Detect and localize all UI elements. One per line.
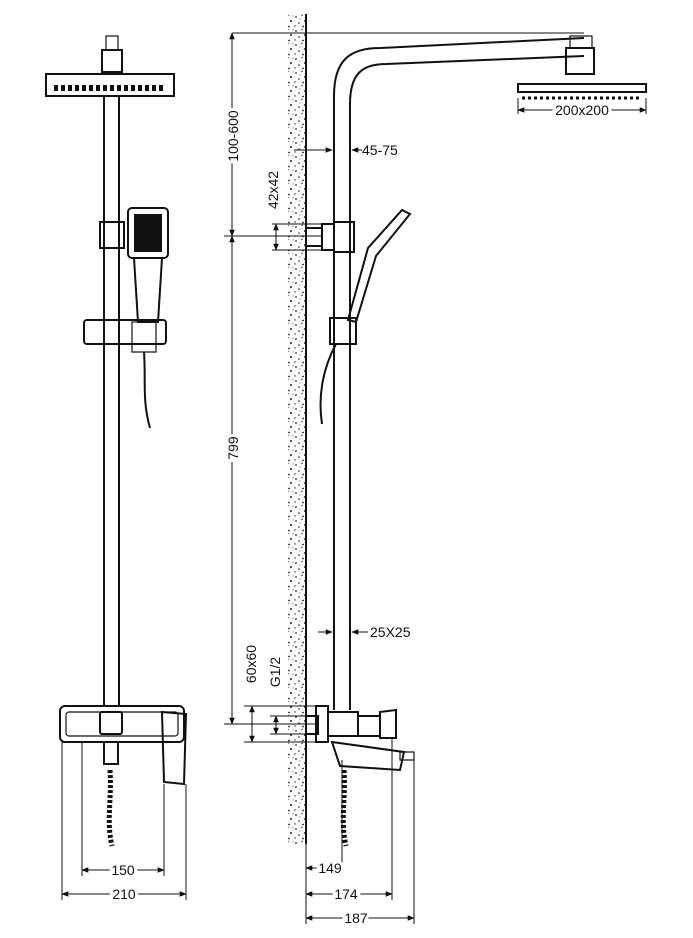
side-mixer-cartridge	[357, 715, 381, 737]
shower-hose-upper	[143, 351, 151, 429]
dim-label-42x42: 42x42	[265, 171, 281, 209]
head-connector-cap	[105, 35, 119, 51]
dim-label-45-75: 45-75	[362, 142, 398, 158]
dim-label-60x60: 60x60	[243, 645, 259, 683]
riser-arm-inner	[349, 55, 585, 710]
holder-clip	[131, 321, 157, 353]
lower-outlet	[103, 741, 119, 765]
dim-label-149: 149	[318, 860, 342, 876]
mixer-lever	[160, 710, 188, 786]
side-slide-holder	[329, 317, 357, 345]
riser-arm-outer	[333, 37, 585, 710]
dim-label-200x200: 200x200	[555, 102, 609, 118]
hand-shower-face	[134, 214, 162, 252]
slide-holder	[83, 319, 167, 345]
side-lower-hose	[340, 769, 349, 847]
dim-label-174: 174	[334, 886, 358, 902]
side-bracket-stem	[305, 227, 323, 247]
rain-head-front	[45, 73, 175, 97]
side-spout-tip	[399, 751, 415, 761]
side-mixer-lever-base	[379, 708, 397, 739]
front-view: 150 210	[45, 35, 188, 905]
mixer-body-front	[59, 705, 185, 743]
dim-label-187: 187	[344, 910, 368, 926]
side-mixer-body	[327, 711, 359, 737]
dim-label-g12: G1/2	[267, 657, 283, 688]
hand-shower-side	[346, 208, 412, 324]
hand-shower-handle	[132, 257, 164, 323]
rain-head-side	[517, 83, 647, 93]
wall-section	[288, 14, 306, 844]
dim-label-150: 150	[111, 862, 135, 878]
mixer-diverter	[99, 711, 123, 735]
side-hose-upper	[319, 343, 337, 425]
wall-bracket-top	[99, 221, 125, 249]
side-view: 100-600 799 42x42 60x60 G1/2 45-75 25X25	[222, 14, 647, 929]
dim-label-799: 799	[225, 436, 241, 460]
dim-label-210: 210	[112, 886, 136, 902]
dim-label-25x25: 25X25	[370, 624, 411, 640]
side-bracket-collar	[321, 223, 335, 251]
head-connector	[101, 49, 123, 73]
side-spout	[330, 740, 406, 772]
lower-hose	[106, 769, 115, 847]
dim-label-100-600: 100-600	[225, 110, 241, 162]
side-bracket-clamp	[333, 221, 355, 253]
side-mixer-inlet	[305, 715, 319, 735]
head-swivel	[565, 47, 595, 75]
